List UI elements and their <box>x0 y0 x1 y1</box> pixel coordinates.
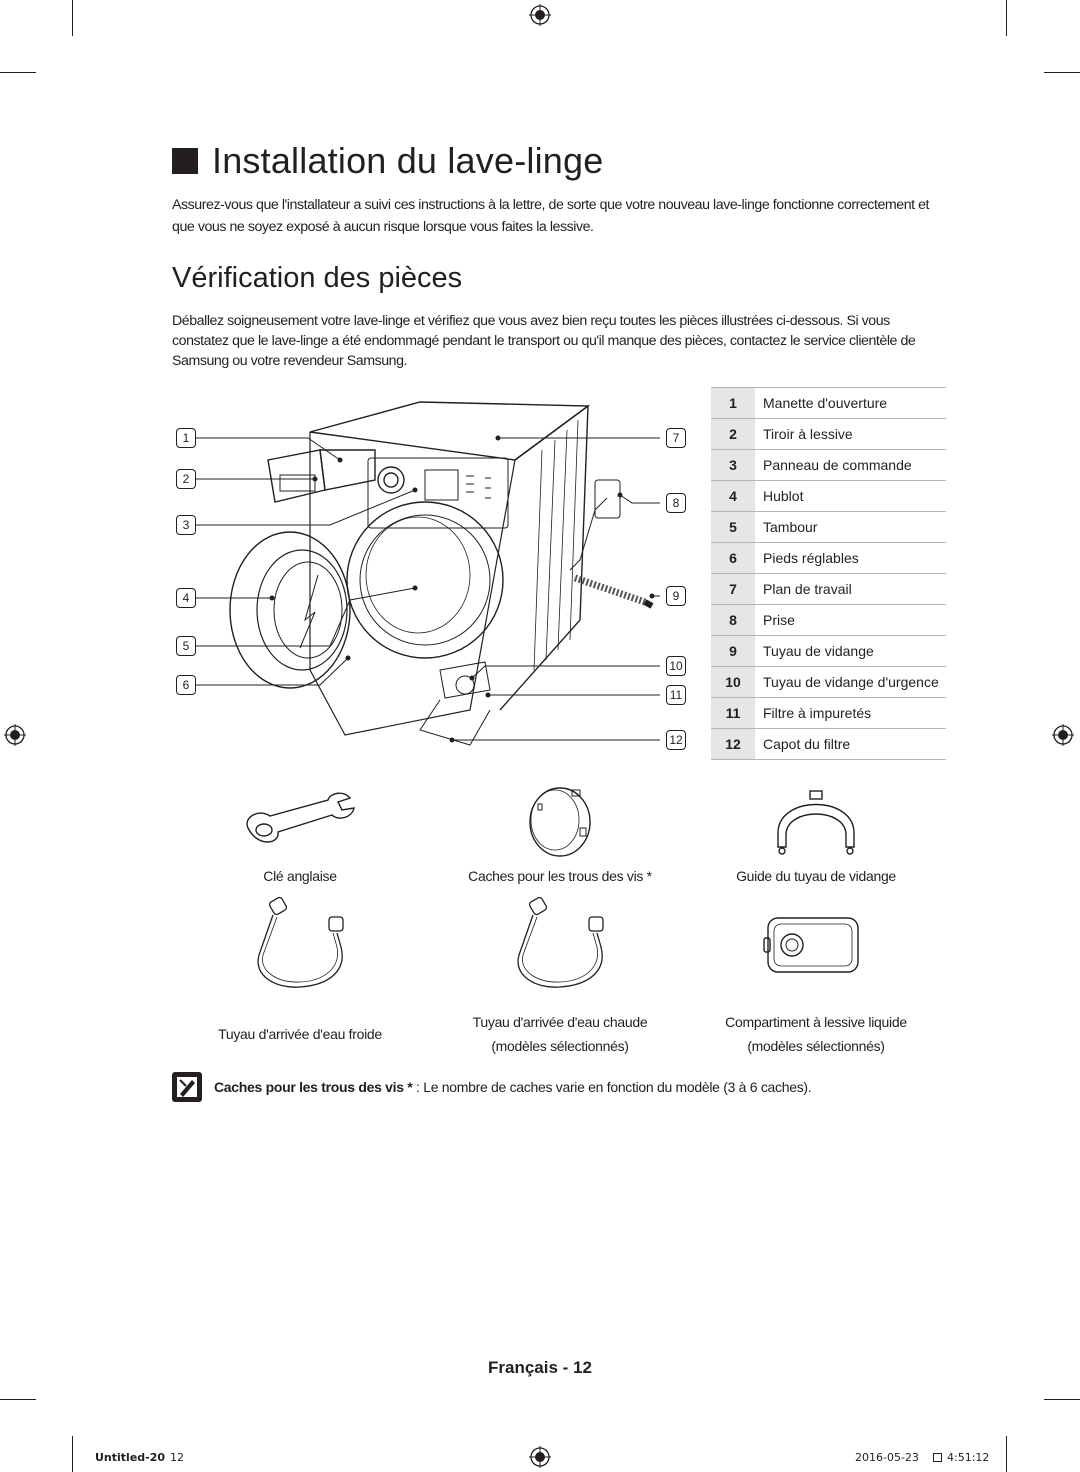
crop-mark <box>1006 0 1007 36</box>
registration-mark-icon <box>1052 724 1074 746</box>
page-title-text: Installation du lave-linge <box>212 140 604 181</box>
crop-mark <box>1006 1436 1007 1472</box>
registration-mark-icon <box>529 4 551 26</box>
crop-mark <box>1044 1399 1080 1400</box>
title-square-icon <box>172 148 198 174</box>
slug-filename: Untitled-20 <box>95 1451 166 1464</box>
hot-hose-label-2: (modèles sélectionnés) <box>491 1038 629 1054</box>
part-number: 5 <box>711 511 755 543</box>
part-number: 3 <box>711 449 755 481</box>
part-label: Plan de travail <box>755 573 946 605</box>
part-number: 1 <box>711 387 755 419</box>
part-label: Pieds réglables <box>755 542 946 574</box>
part-number: 10 <box>711 666 755 698</box>
callout-6: 6 <box>176 675 196 695</box>
part-number: 7 <box>711 573 755 605</box>
wrench-label: Clé anglaise <box>263 868 337 884</box>
part-number: 8 <box>711 604 755 636</box>
callout-5: 5 <box>176 636 196 656</box>
crop-mark <box>72 0 73 36</box>
crop-mark <box>72 1436 73 1472</box>
part-number: 2 <box>711 418 755 450</box>
callout-1: 1 <box>176 428 196 448</box>
callout-12: 12 <box>666 730 686 750</box>
cold-hose-label: Tuyau d'arrivée d'eau froide <box>218 1026 382 1042</box>
part-label: Manette d'ouverture <box>755 387 946 419</box>
part-label: Hublot <box>755 480 946 512</box>
part-label: Capot du filtre <box>755 728 946 760</box>
wrench-icon <box>246 792 355 843</box>
crop-mark <box>0 72 36 73</box>
part-label: Tuyau de vidange d'urgence <box>755 666 946 698</box>
slug-glyph-icon <box>933 1453 942 1462</box>
liquid-detergent-compartment-icon <box>763 917 859 973</box>
slug-date: 2016-05-23 <box>855 1451 919 1464</box>
crop-mark <box>1044 72 1080 73</box>
slug-file-page: 12 <box>170 1451 184 1464</box>
guide-label: Guide du tuyau de vidange <box>736 868 896 884</box>
callout-8: 8 <box>666 493 686 513</box>
note-icon <box>172 1072 202 1102</box>
part-number: 12 <box>711 728 755 760</box>
part-number: 6 <box>711 542 755 574</box>
callout-2: 2 <box>176 469 196 489</box>
part-number: 11 <box>711 697 755 729</box>
crop-mark <box>0 1399 36 1400</box>
callout-3: 3 <box>176 515 196 535</box>
liquid-compartment-label-2: (modèles sélectionnés) <box>747 1038 885 1054</box>
part-number: 4 <box>711 480 755 512</box>
hose-guide-icon <box>777 790 855 855</box>
hot-hose-label-1: Tuyau d'arrivée d'eau chaude <box>472 1014 648 1030</box>
callout-4: 4 <box>176 588 196 608</box>
part-label: Tuyau de vidange <box>755 635 946 667</box>
section-subtitle: Vérification des pièces <box>172 262 463 294</box>
liquid-compartment-label-1: Compartiment à lessive liquide <box>725 1014 907 1030</box>
page-title: Installation du lave-linge <box>172 140 603 182</box>
callout-11: 11 <box>666 685 686 705</box>
callout-7: 7 <box>666 428 686 448</box>
registration-mark-icon <box>529 1446 551 1468</box>
part-label: Tiroir à lessive <box>755 418 946 450</box>
slug-time: 4:51:12 <box>947 1451 990 1464</box>
check-paragraph: Déballez soigneusement votre lave-linge … <box>172 313 916 369</box>
washing-machine-illustration <box>196 401 660 746</box>
screw-cap-icon <box>529 787 591 857</box>
note-bold: Caches pour les trous des vis * <box>214 1079 413 1095</box>
intro-paragraph: Assurez-vous que l'installateur a suivi … <box>172 197 930 235</box>
part-label: Filtre à impuretés <box>755 697 946 729</box>
part-number: 9 <box>711 635 755 667</box>
page-footer: Français - 12 <box>488 1358 592 1377</box>
callout-10: 10 <box>666 656 686 676</box>
part-label: Panneau de commande <box>755 449 946 481</box>
note-row: Caches pour les trous des vis * : Le nom… <box>172 1070 952 1104</box>
callout-9: 9 <box>666 586 686 606</box>
part-label: Prise <box>755 604 946 636</box>
note-text: : Le nombre de caches varie en fonction … <box>412 1079 812 1095</box>
cold-hose-icon <box>257 896 344 988</box>
registration-mark-icon <box>4 724 26 746</box>
part-label: Tambour <box>755 511 946 543</box>
hot-hose-icon <box>517 896 604 988</box>
caps-label: Caches pour les trous des vis * <box>468 868 652 884</box>
